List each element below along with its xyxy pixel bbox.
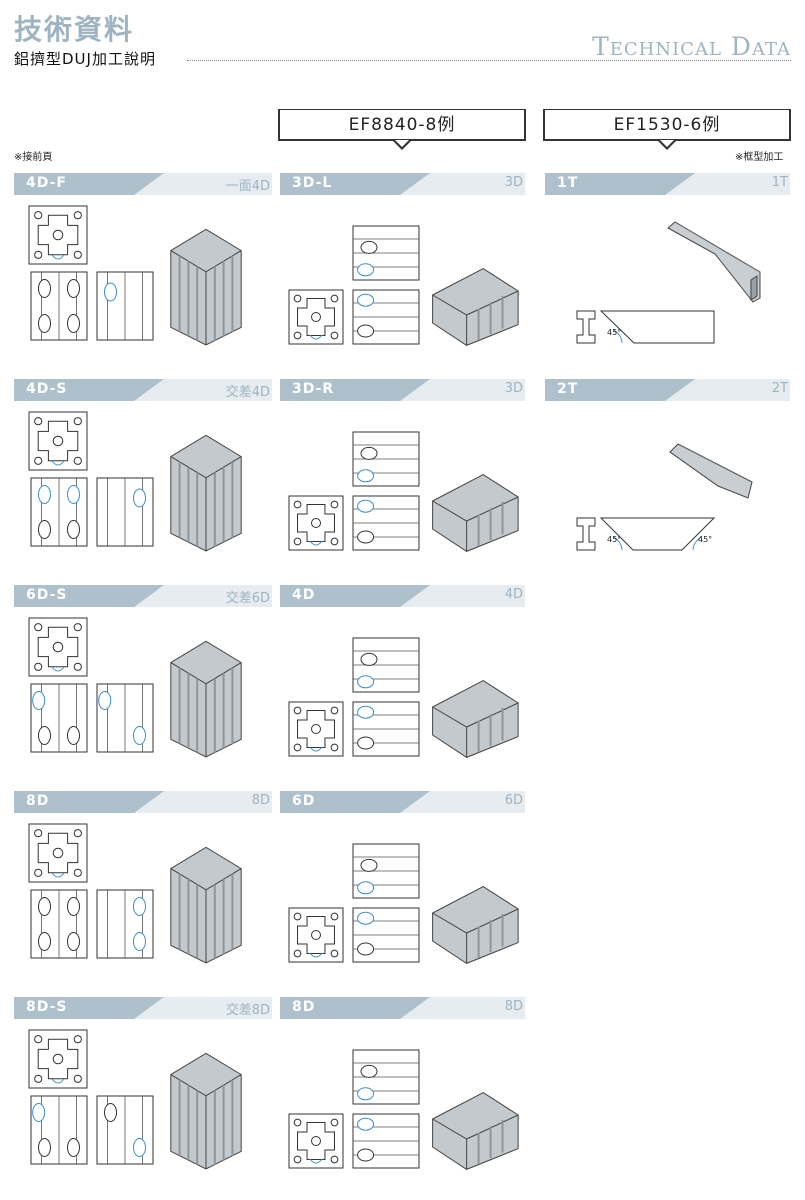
- profile-side-view: [96, 889, 154, 959]
- section-desc: 2T: [771, 381, 788, 396]
- profile-top-view: [352, 907, 420, 963]
- profile-iso-view: [432, 268, 519, 346]
- section-code: 1T: [557, 175, 579, 191]
- profile-cross-section: [288, 907, 344, 963]
- profile-side-view: [96, 271, 154, 341]
- profile-1t-end-view: [576, 310, 596, 344]
- profile-cross-section: [288, 1113, 344, 1169]
- profile-cross-section: [288, 701, 344, 757]
- section-4d-s: 4D-S 交差4D: [14, 379, 272, 401]
- section-8d: 8D 8D: [14, 791, 272, 813]
- profile-side-view: [30, 683, 88, 753]
- column-label: EF1530-6例: [613, 115, 721, 135]
- angle-label: 45°: [607, 535, 622, 544]
- profile-top-view: [352, 843, 420, 899]
- section-desc: 交差6D: [225, 591, 270, 606]
- section-desc: 3D: [504, 175, 523, 190]
- section-code: 6D: [292, 793, 316, 809]
- section-8d-mid: 8D 8D: [280, 997, 525, 1019]
- profile-iso-view: [432, 474, 519, 552]
- section-desc: 一面4D: [225, 179, 270, 194]
- column-header-ef1530: EF1530-6例: [543, 109, 791, 150]
- section-6d: 6D 6D: [280, 791, 525, 813]
- section-8d-s: 8D-S 交差8D: [14, 997, 272, 1019]
- profile-side-view: [30, 889, 88, 959]
- profile-iso-view: [432, 886, 519, 964]
- section-code: 4D: [292, 587, 316, 603]
- profile-cross-section: [28, 1029, 88, 1089]
- profile-cross-section: [288, 495, 344, 551]
- section-code: 8D: [292, 999, 316, 1015]
- angle-label: 45°: [607, 328, 622, 337]
- section-1t: 1T 1T: [545, 173, 790, 195]
- section-desc: 交差8D: [225, 1003, 270, 1018]
- note-frame: ※框型加工: [735, 152, 784, 163]
- cut-diagram-2t: [599, 517, 716, 551]
- section-3d-l: 3D-L 3D: [280, 173, 525, 195]
- section-desc: 8D: [251, 793, 270, 808]
- profile-top-view: [352, 701, 420, 757]
- profile-cross-section: [288, 289, 344, 345]
- profile-top-view: [352, 637, 420, 693]
- section-desc: 8D: [504, 999, 523, 1014]
- section-desc: 交差4D: [225, 385, 270, 400]
- profile-cross-section: [28, 823, 88, 883]
- section-desc: 1T: [771, 175, 788, 190]
- profile-cross-section: [28, 411, 88, 471]
- profile-top-view: [352, 1113, 420, 1169]
- profile-cross-section: [28, 205, 88, 265]
- profile-top-view: [352, 289, 420, 345]
- section-6d-s: 6D-S 交差6D: [14, 585, 272, 607]
- column-header-ef8840: EF8840-8例: [278, 109, 526, 150]
- profile-iso-view: [170, 434, 242, 552]
- profile-cross-section: [28, 617, 88, 677]
- page-title-en: Technical Data: [592, 32, 791, 61]
- section-code: 4D-S: [26, 381, 68, 397]
- profile-iso-view: [170, 228, 242, 346]
- column-label: EF8840-8例: [348, 115, 456, 135]
- profile-top-view: [352, 431, 420, 487]
- page-title-cn: 技術資料: [14, 13, 135, 46]
- section-code: 2T: [557, 381, 579, 397]
- profile-iso-view: [170, 1052, 242, 1170]
- section-4d: 4D 4D: [280, 585, 525, 607]
- profile-iso-view: [432, 1092, 519, 1170]
- profile-iso-view: [170, 640, 242, 758]
- section-desc: 4D: [504, 587, 523, 602]
- section-code: 3D-R: [292, 381, 335, 397]
- profile-side-view: [96, 683, 154, 753]
- page-subtitle: 鋁擠型DUJ加工說明: [14, 50, 156, 68]
- profile-side-view: [30, 271, 88, 341]
- section-code: 6D-S: [26, 587, 68, 603]
- profile-side-view: [96, 1095, 154, 1165]
- subtitle-dotline: [187, 60, 791, 61]
- profile-top-view: [352, 495, 420, 551]
- profile-side-view: [30, 1095, 88, 1165]
- profile-side-view: [30, 477, 88, 547]
- profile-1t-3d: [667, 221, 761, 303]
- note-continued: ※接前頁: [14, 152, 53, 163]
- profile-2t-end-view: [576, 517, 596, 551]
- section-desc: 6D: [504, 793, 523, 808]
- profile-top-view: [352, 225, 420, 281]
- section-code: 8D-S: [26, 999, 68, 1015]
- profile-2t-3d: [669, 443, 753, 499]
- section-desc: 3D: [504, 381, 523, 396]
- section-code: 4D-F: [26, 175, 67, 191]
- section-code: 3D-L: [292, 175, 333, 191]
- cut-diagram-1t: [599, 310, 715, 344]
- profile-top-view: [352, 1049, 420, 1105]
- section-4d-f: 4D-F 一面4D: [14, 173, 272, 195]
- profile-iso-view: [170, 846, 242, 964]
- section-code: 8D: [26, 793, 50, 809]
- angle-label: 45°: [698, 535, 713, 544]
- profile-iso-view: [432, 680, 519, 758]
- section-3d-r: 3D-R 3D: [280, 379, 525, 401]
- profile-side-view: [96, 477, 154, 547]
- section-2t: 2T 2T: [545, 379, 790, 401]
